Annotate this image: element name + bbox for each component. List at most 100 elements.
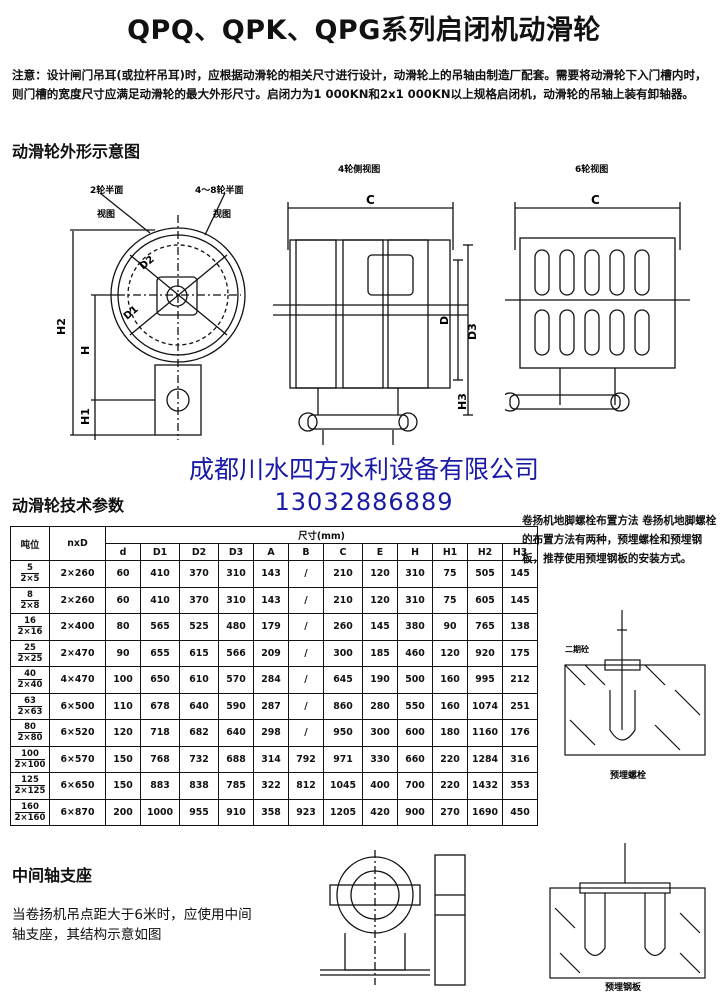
tonnage-double: 2×8 — [20, 600, 40, 611]
col-d2: D2 — [179, 543, 219, 561]
cell-h2: 1074 — [467, 692, 503, 720]
cell-d: 110 — [105, 692, 141, 720]
tonnage-single: 5 — [20, 563, 40, 575]
cell-h2: 1284 — [467, 745, 503, 773]
page-title: QPQ、QPK、QPG系列启闭机动滑轮 — [127, 15, 601, 46]
cell-h: 460 — [397, 639, 433, 667]
cell-d: 120 — [105, 719, 141, 747]
cell-nxd: 4×470 — [49, 666, 106, 694]
cell-h: 550 — [397, 692, 433, 720]
cell-nxd: 2×470 — [49, 639, 106, 667]
label-d1: D1 — [122, 304, 141, 322]
cell-b: 923 — [288, 798, 324, 826]
tonnage-double: 2×5 — [20, 574, 40, 585]
cell-h: 380 — [397, 613, 433, 641]
install-description: 卷扬机地脚螺栓布置方法 卷扬机地脚螺栓的布置方法有两种，预埋螺栓和预埋钢板，推荐… — [522, 515, 717, 565]
label-h1: H1 — [79, 408, 92, 425]
col-nxd: nxD — [49, 526, 106, 561]
section-heading-outline: 动滑轮外形示意图 — [12, 142, 141, 161]
pulley-6wheel-drawing: 6轮视图 C — [505, 163, 690, 412]
cell-d1: 768 — [140, 745, 180, 773]
tonnage-single: 125 — [14, 775, 46, 787]
cell-d2: 370 — [179, 560, 219, 588]
cell-d2: 682 — [179, 719, 219, 747]
label-h3: H3 — [456, 393, 469, 410]
cell-e: 330 — [362, 745, 398, 773]
cell-d1: 883 — [140, 772, 180, 800]
cell-d3: 785 — [218, 772, 254, 800]
cell-h3: 316 — [502, 745, 538, 773]
cell-h3: 138 — [502, 613, 538, 641]
company-watermark: 成都川水四方水利设备有限公司 — [188, 455, 539, 484]
col-d1: D1 — [140, 543, 180, 561]
cell-d: 200 — [105, 798, 141, 826]
cell-b: 812 — [288, 772, 324, 800]
cell-h: 310 — [397, 586, 433, 614]
cell-d3: 566 — [218, 639, 254, 667]
cell-h3: 145 — [502, 560, 538, 588]
cell-c: 210 — [323, 586, 363, 614]
cell-d3: 310 — [218, 586, 254, 614]
col-d: d — [105, 543, 141, 561]
cell-b: / — [288, 586, 324, 614]
embedded-bolt-drawing: 二期砼 预埋螺栓 — [564, 610, 706, 781]
cell-nxd: 2×260 — [49, 560, 106, 588]
cell-d1: 678 — [140, 692, 180, 720]
phone-watermark: 13032886889 — [274, 488, 454, 516]
label-wheel2: 二期砼 — [565, 644, 590, 654]
tonnage-single: 63 — [17, 696, 43, 707]
cell-d2: 370 — [179, 586, 219, 614]
cell-d2: 610 — [179, 666, 219, 694]
cell-c: 1045 — [323, 772, 363, 800]
cell-h1: 180 — [432, 719, 468, 747]
cell-d: 150 — [105, 745, 141, 773]
cell-h3: 251 — [502, 692, 538, 720]
cell-b: / — [288, 666, 324, 694]
label-d: D — [438, 316, 451, 325]
cell-b: / — [288, 692, 324, 720]
cell-h2: 505 — [467, 560, 503, 588]
cell-h3: 145 — [502, 586, 538, 614]
col-c: C — [323, 543, 363, 561]
label-c-6wheel: C — [591, 193, 600, 207]
label-view-left: 视图 — [97, 208, 115, 220]
tonnage-single: 40 — [17, 669, 43, 681]
mid-support-description: 当卷扬机吊点距大于6米时，应使用中间轴支座，其结构示意如图 — [12, 907, 252, 943]
cell-h2: 605 — [467, 586, 503, 614]
cell-d2: 615 — [179, 639, 219, 667]
label-d2: D2 — [138, 254, 157, 272]
cell-e: 420 — [362, 798, 398, 826]
cell-d3: 310 — [218, 560, 254, 588]
cell-d3: 480 — [218, 613, 254, 641]
cell-d1: 410 — [140, 560, 180, 588]
cell-d1: 565 — [140, 613, 180, 641]
label-bolt: 预埋螺栓 — [610, 769, 646, 781]
cell-h1: 75 — [432, 560, 468, 588]
tonnage-single: 160 — [14, 802, 46, 813]
col-a: A — [253, 543, 289, 561]
cell-d1: 655 — [140, 639, 180, 667]
cell-a: 209 — [253, 639, 289, 667]
cell-c: 210 — [323, 560, 363, 588]
cell-h2: 1690 — [467, 798, 503, 826]
cell-a: 143 — [253, 560, 289, 588]
cell-h1: 90 — [432, 613, 468, 641]
section-heading-tech: 动滑轮技术参数 — [12, 496, 125, 515]
cell-d: 150 — [105, 772, 141, 800]
cell-d3: 640 — [218, 719, 254, 747]
tonnage-double: 2×125 — [14, 786, 46, 797]
cell-h2: 995 — [467, 666, 503, 694]
col-tonnage: 吨位 — [10, 526, 50, 561]
section-heading-mid: 中间轴支座 — [12, 866, 93, 885]
tonnage-single: 100 — [14, 749, 46, 760]
label-view6: 6轮视图 — [575, 163, 608, 175]
label-plate: 预埋钢板 — [605, 981, 642, 993]
